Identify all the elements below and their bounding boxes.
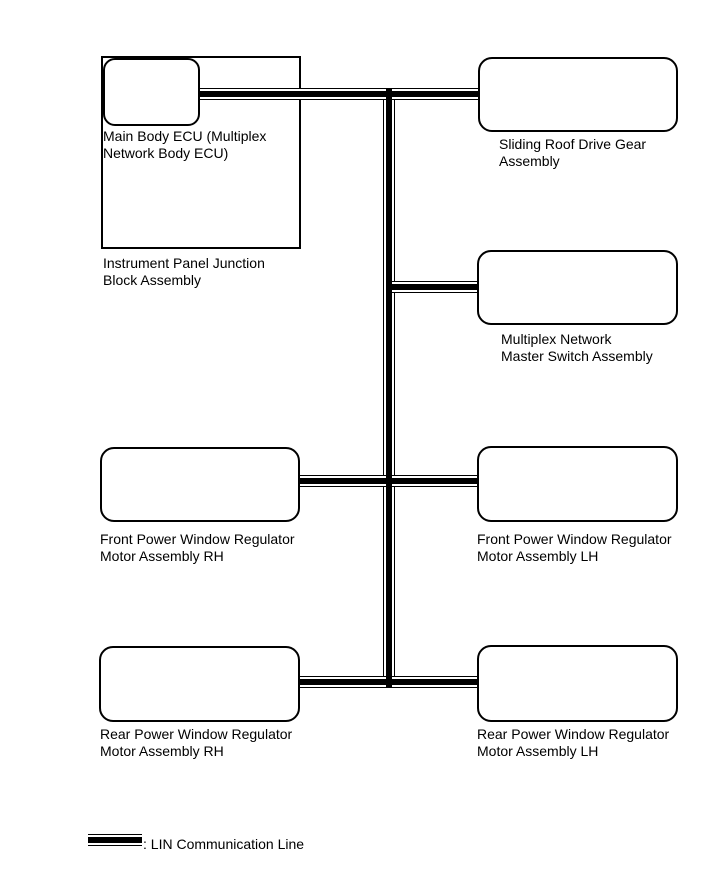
sliding-roof-label: Sliding Roof Drive Gear Assembly: [499, 136, 647, 169]
lin-line-legend-symbol: [88, 834, 142, 846]
node-rear-window-rh-box: [99, 646, 300, 722]
node-front-window-rh-box: [100, 447, 300, 522]
lin-junction-multiplex: [386, 281, 392, 293]
node-main-body-ecu-box: [103, 58, 200, 126]
lin-multiplex-branch-line: [386, 281, 477, 293]
lin-trunk-line: [383, 89, 395, 688]
main-body-ecu-label: Main Body ECU (Multiplex Network Body EC…: [103, 128, 267, 161]
lin-junction-rear: [386, 676, 392, 688]
multiplex-master-switch-label: Multiplex Network Master Switch Assembly: [501, 331, 653, 364]
lin-junction-top: [386, 88, 392, 100]
lin-junction-front: [386, 475, 392, 487]
lin-top-branch-line: [200, 88, 478, 100]
rear-window-lh-label: Rear Power Window Regulator Motor Assemb…: [477, 726, 670, 759]
lin-line-legend-label: : LIN Communication Line: [143, 836, 305, 852]
front-window-lh-label: Front Power Window Regulator Motor Assem…: [477, 531, 672, 564]
front-window-rh-label: Front Power Window Regulator Motor Assem…: [100, 531, 295, 564]
rear-window-rh-label: Rear Power Window Regulator Motor Assemb…: [100, 726, 293, 759]
node-front-window-lh-box: [477, 446, 678, 522]
instrument-panel-junction-label: Instrument Panel Junction Block Assembly: [103, 255, 265, 288]
node-rear-window-lh-box: [477, 645, 678, 722]
node-sliding-roof-box: [478, 57, 678, 132]
node-multiplex-master-switch-box: [477, 250, 678, 325]
instrument-panel-junction-block-rect: [101, 56, 301, 249]
